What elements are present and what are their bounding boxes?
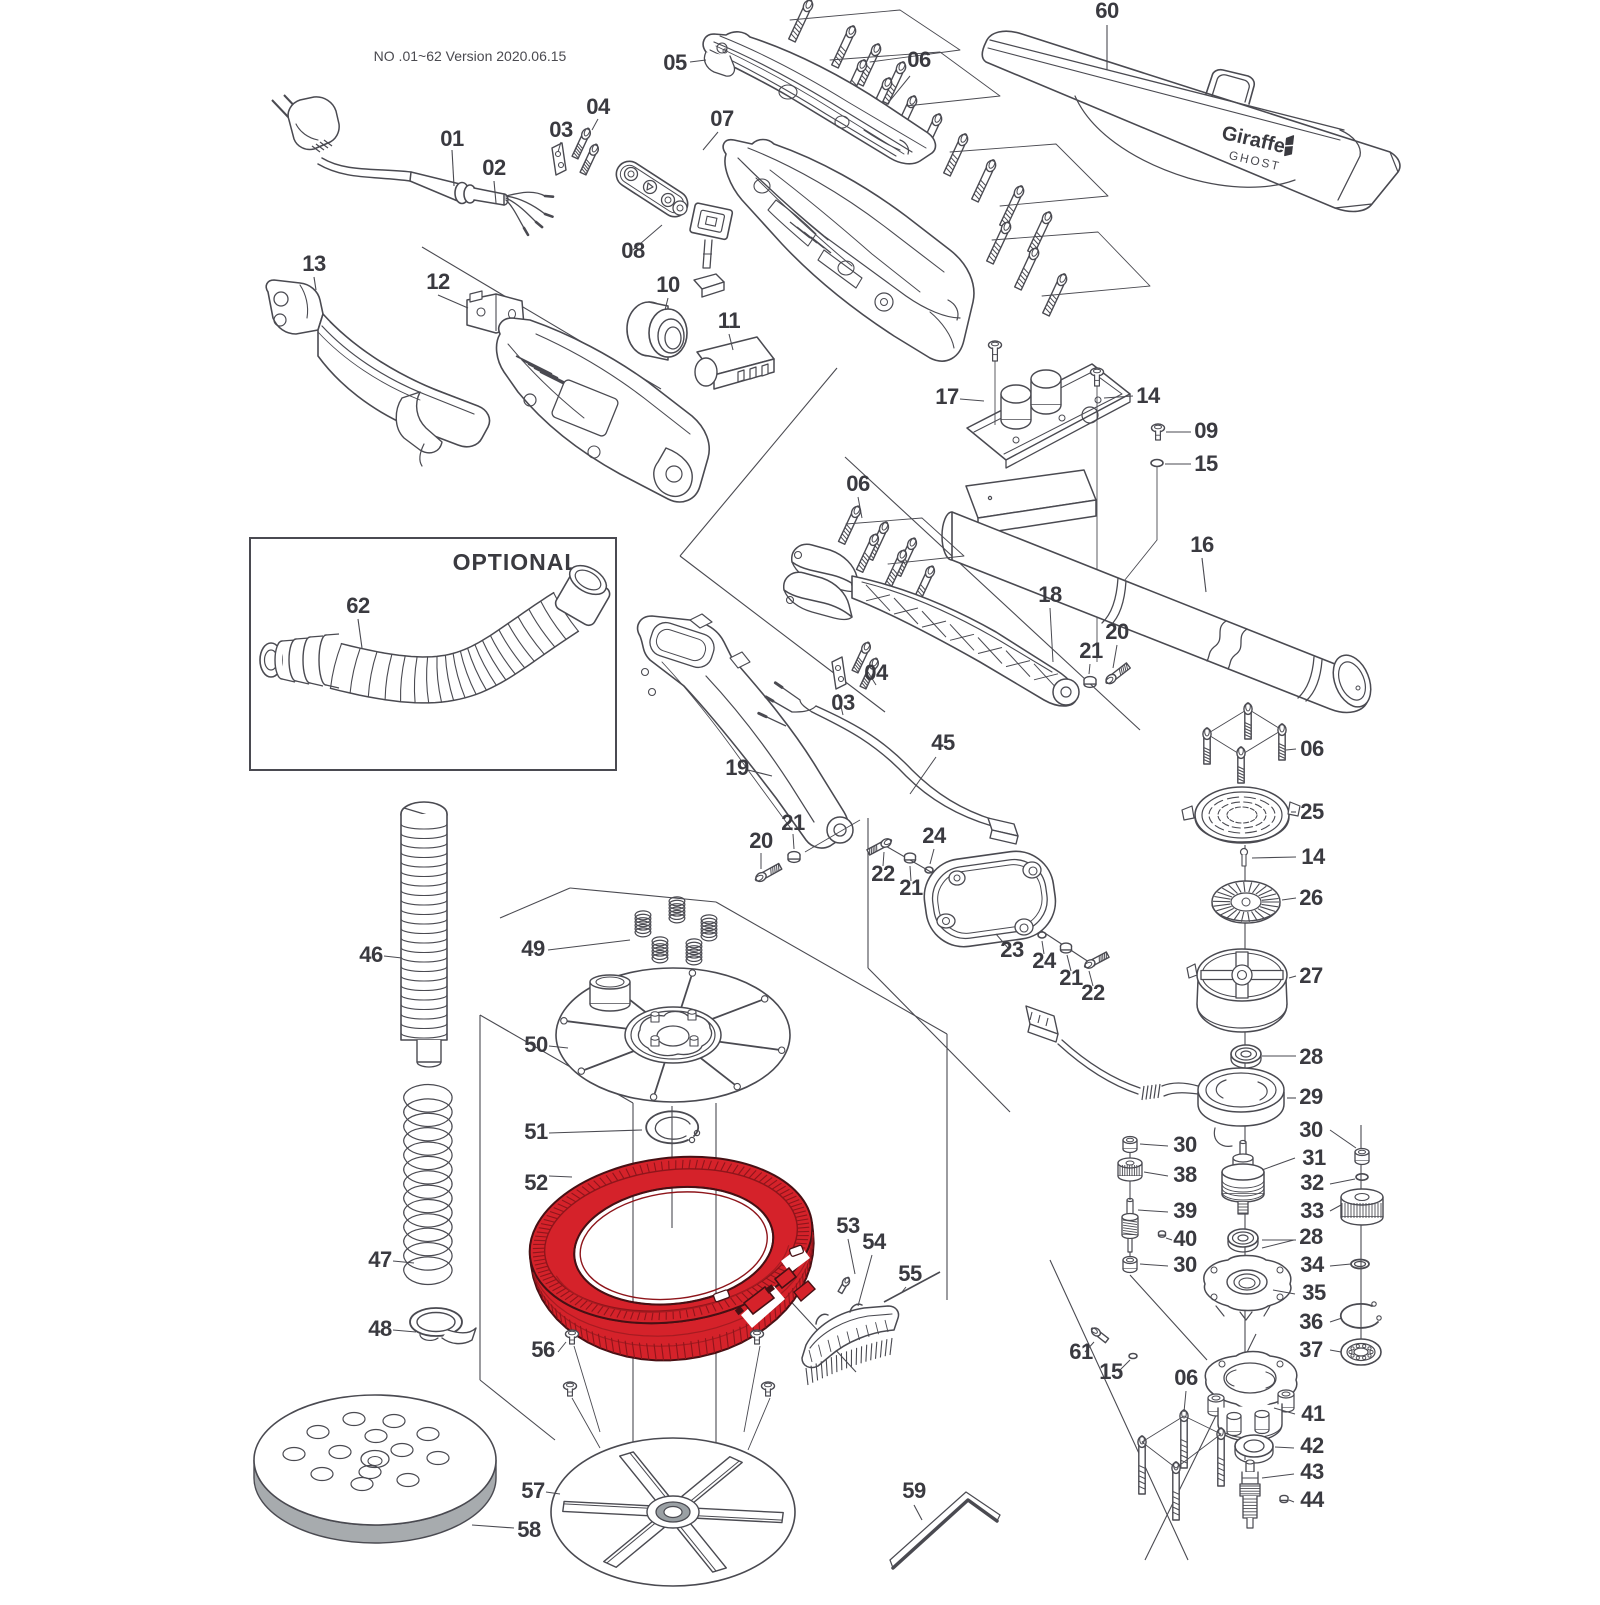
svg-text:21: 21 (899, 875, 923, 900)
svg-text:53: 53 (836, 1213, 860, 1238)
svg-text:01: 01 (440, 126, 464, 151)
svg-text:25: 25 (1300, 799, 1324, 824)
svg-text:22: 22 (871, 861, 895, 886)
svg-text:17: 17 (935, 384, 959, 409)
svg-text:21: 21 (781, 810, 805, 835)
svg-text:28: 28 (1299, 1044, 1323, 1069)
svg-text:05: 05 (663, 50, 687, 75)
svg-text:48: 48 (368, 1316, 392, 1341)
svg-text:30: 30 (1299, 1117, 1323, 1142)
svg-text:08: 08 (621, 238, 645, 263)
svg-text:37: 37 (1299, 1337, 1323, 1362)
svg-text:30: 30 (1173, 1252, 1197, 1277)
svg-text:21: 21 (1059, 965, 1083, 990)
svg-text:06: 06 (846, 471, 870, 496)
svg-text:23: 23 (1000, 937, 1024, 962)
svg-text:14: 14 (1136, 383, 1161, 408)
svg-text:19: 19 (725, 755, 749, 780)
svg-text:06: 06 (1174, 1365, 1198, 1390)
svg-text:15: 15 (1099, 1359, 1123, 1384)
svg-text:24: 24 (1032, 948, 1057, 973)
svg-text:36: 36 (1299, 1309, 1323, 1334)
svg-text:11: 11 (718, 308, 741, 333)
svg-text:57: 57 (521, 1478, 545, 1503)
svg-text:15: 15 (1194, 451, 1218, 476)
svg-text:06: 06 (907, 47, 931, 72)
svg-text:OPTIONAL: OPTIONAL (453, 549, 580, 575)
svg-text:40: 40 (1173, 1226, 1197, 1251)
svg-text:03: 03 (549, 117, 573, 142)
svg-text:28: 28 (1299, 1224, 1323, 1249)
svg-text:61: 61 (1069, 1339, 1093, 1364)
svg-text:02: 02 (482, 155, 506, 180)
svg-text:16: 16 (1190, 532, 1214, 557)
svg-text:18: 18 (1038, 582, 1062, 607)
svg-text:26: 26 (1299, 885, 1323, 910)
svg-text:20: 20 (1105, 619, 1129, 644)
svg-text:52: 52 (524, 1170, 548, 1195)
svg-text:04: 04 (864, 660, 889, 685)
svg-text:31: 31 (1302, 1145, 1326, 1170)
svg-text:14: 14 (1301, 844, 1326, 869)
svg-text:43: 43 (1300, 1459, 1324, 1484)
svg-text:09: 09 (1194, 418, 1218, 443)
svg-text:07: 07 (710, 106, 734, 131)
svg-text:NO .01~62 Version 2020.06.15: NO .01~62 Version 2020.06.15 (374, 48, 567, 64)
svg-text:41: 41 (1301, 1401, 1325, 1426)
svg-text:54: 54 (862, 1229, 887, 1254)
svg-text:21: 21 (1079, 638, 1103, 663)
svg-text:44: 44 (1300, 1487, 1325, 1512)
svg-text:10: 10 (656, 272, 680, 297)
svg-text:62: 62 (346, 593, 370, 618)
svg-text:12: 12 (426, 269, 450, 294)
svg-text:51: 51 (524, 1119, 548, 1144)
svg-text:03: 03 (831, 690, 855, 715)
svg-text:47: 47 (368, 1247, 392, 1272)
svg-text:24: 24 (922, 823, 947, 848)
svg-text:56: 56 (531, 1337, 555, 1362)
svg-text:06: 06 (1300, 736, 1324, 761)
svg-text:22: 22 (1081, 980, 1105, 1005)
svg-text:04: 04 (586, 94, 611, 119)
svg-text:32: 32 (1300, 1170, 1324, 1195)
svg-text:39: 39 (1173, 1198, 1197, 1223)
svg-text:60: 60 (1095, 0, 1119, 23)
svg-text:46: 46 (359, 942, 383, 967)
svg-text:34: 34 (1300, 1252, 1325, 1277)
svg-text:50: 50 (524, 1032, 548, 1057)
svg-text:35: 35 (1302, 1280, 1326, 1305)
svg-text:55: 55 (898, 1261, 922, 1286)
svg-text:33: 33 (1300, 1198, 1324, 1223)
svg-text:38: 38 (1173, 1162, 1197, 1187)
svg-text:59: 59 (902, 1478, 926, 1503)
svg-text:30: 30 (1173, 1132, 1197, 1157)
svg-text:45: 45 (931, 730, 955, 755)
svg-text:49: 49 (521, 936, 545, 961)
svg-text:27: 27 (1299, 963, 1323, 988)
svg-text:42: 42 (1300, 1433, 1324, 1458)
svg-text:29: 29 (1299, 1084, 1323, 1109)
svg-text:58: 58 (517, 1517, 541, 1542)
svg-text:13: 13 (302, 251, 326, 276)
svg-text:20: 20 (749, 828, 773, 853)
